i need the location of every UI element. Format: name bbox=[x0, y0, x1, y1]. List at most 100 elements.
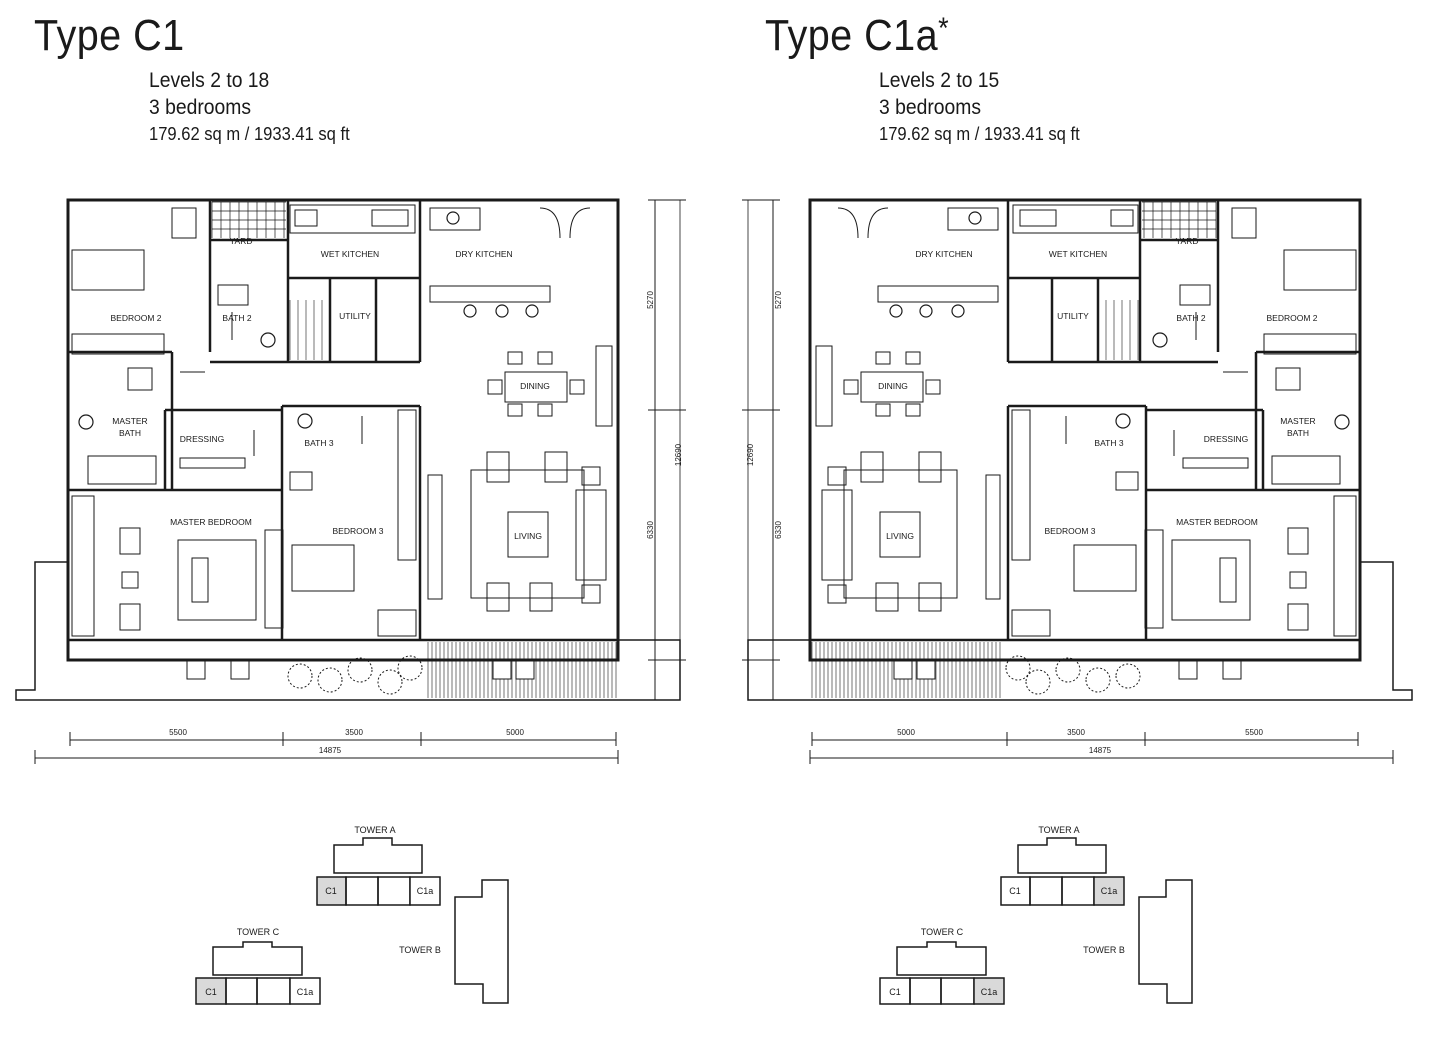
plant-icon bbox=[1085, 667, 1111, 693]
wardrobe bbox=[1011, 409, 1031, 561]
area: 179.62 sq m / 1933.41 sq ft bbox=[879, 124, 1080, 144]
plant-icon bbox=[1005, 655, 1031, 681]
room-label-bath-2: BATH 2 bbox=[222, 313, 251, 323]
room-label-dry-kitchen: DRY KITCHEN bbox=[455, 249, 512, 259]
tower-c-unit bbox=[225, 977, 258, 1005]
kitchen-island bbox=[877, 285, 999, 303]
basin-icon bbox=[297, 413, 313, 429]
toilet-icon bbox=[127, 367, 153, 391]
desk bbox=[1231, 207, 1257, 239]
master-bed bbox=[1171, 539, 1251, 621]
pillow bbox=[191, 557, 209, 603]
stove-icon bbox=[1019, 209, 1057, 227]
armchair bbox=[529, 582, 553, 612]
living-rug bbox=[843, 469, 958, 599]
wet-kitchen-counter bbox=[1012, 204, 1139, 234]
sofa bbox=[575, 489, 607, 581]
dimension-label: 5000 bbox=[506, 728, 524, 737]
basin-icon bbox=[260, 332, 276, 348]
room-label-dining: DINING bbox=[878, 381, 908, 391]
nightstand bbox=[1144, 529, 1164, 629]
door-swing bbox=[569, 207, 591, 239]
dining-chair bbox=[537, 351, 553, 365]
balcony-chair bbox=[186, 660, 206, 680]
unit-c1-label: C1 bbox=[889, 987, 901, 997]
dining-chair bbox=[537, 403, 553, 417]
stool-icon bbox=[919, 304, 933, 318]
dimension-label: 3500 bbox=[1067, 728, 1085, 737]
door-swing bbox=[867, 207, 889, 239]
room-label-utility: UTILITY bbox=[1057, 311, 1089, 321]
door-swing bbox=[539, 207, 561, 239]
plan-c1-header: Type C1 bbox=[34, 14, 201, 58]
plan-geometry bbox=[742, 198, 1413, 764]
toilet-icon bbox=[1115, 471, 1139, 491]
room-label-living: LIVING bbox=[886, 531, 914, 541]
plant-icon bbox=[1055, 657, 1081, 683]
plan-title: Type C1 bbox=[34, 11, 185, 60]
dry-kitchen-counter bbox=[947, 207, 999, 231]
unit-c1a bbox=[289, 977, 321, 1005]
armchair bbox=[875, 582, 899, 612]
room-label-bedroom-2: BEDROOM 2 bbox=[110, 313, 161, 323]
desk bbox=[377, 609, 417, 637]
room-label-master-bath: MASTER bbox=[1280, 416, 1315, 426]
room-label-yard: YARD bbox=[230, 236, 253, 246]
pillow bbox=[1219, 557, 1237, 603]
coffee-table bbox=[507, 511, 549, 558]
dimension-label: 6330 bbox=[646, 521, 655, 539]
chair bbox=[119, 603, 141, 631]
tower-a-unit bbox=[345, 876, 379, 906]
wardrobe bbox=[397, 409, 417, 561]
plant-icon bbox=[377, 669, 403, 695]
unit-c1a-label: C1a bbox=[1101, 886, 1118, 896]
room-label-bedroom-3: BEDROOM 3 bbox=[1044, 526, 1095, 536]
plant-icon bbox=[287, 663, 313, 689]
tower-b-outline bbox=[454, 879, 509, 1004]
plan-c1a-info: Levels 2 to 15 3 bedrooms 179.62 sq m / … bbox=[879, 67, 1080, 148]
plan-c1-info: Levels 2 to 18 3 bedrooms 179.62 sq m / … bbox=[149, 67, 350, 148]
tower-a-upper bbox=[1017, 837, 1107, 874]
chair bbox=[1287, 527, 1309, 555]
room-label-master-bedroom: MASTER BEDROOM bbox=[170, 517, 252, 527]
basin-icon bbox=[78, 414, 94, 430]
room-label-master-bath: BATH bbox=[1287, 428, 1309, 438]
tower-a-label: TOWER A bbox=[1038, 825, 1079, 835]
dimension-label: 5500 bbox=[1245, 728, 1263, 737]
sofa bbox=[821, 489, 853, 581]
stool-icon bbox=[463, 304, 477, 318]
room-label-bedroom-3: BEDROOM 3 bbox=[332, 526, 383, 536]
room-label-wet-kitchen: WET KITCHEN bbox=[321, 249, 379, 259]
wardrobe bbox=[1263, 333, 1357, 355]
plant-icon bbox=[347, 657, 373, 683]
toilet-icon bbox=[1275, 367, 1301, 391]
toilet-icon bbox=[289, 471, 313, 491]
basin-icon bbox=[1334, 414, 1350, 430]
balcony-chair bbox=[230, 660, 250, 680]
wardrobe bbox=[1333, 495, 1357, 637]
stool-icon bbox=[495, 304, 509, 318]
levels: Levels 2 to 18 bbox=[149, 69, 270, 92]
outdoor-chair bbox=[515, 660, 535, 680]
plant-icon bbox=[317, 667, 343, 693]
room-label-dry-kitchen: DRY KITCHEN bbox=[915, 249, 972, 259]
unit-c1a bbox=[1093, 876, 1125, 906]
tower-a-unit bbox=[377, 876, 411, 906]
dimension-label: 3500 bbox=[345, 728, 363, 737]
side-table bbox=[581, 466, 601, 486]
tv-console bbox=[985, 474, 1001, 600]
tower-b-label: TOWER B bbox=[399, 945, 441, 955]
title-asterisk: * bbox=[938, 12, 950, 45]
side-table bbox=[827, 466, 847, 486]
room-label-yard: YARD bbox=[1176, 236, 1199, 246]
wardrobe bbox=[71, 333, 165, 355]
plant-icon bbox=[1025, 669, 1051, 695]
dining-chair bbox=[507, 351, 523, 365]
dining-table bbox=[504, 371, 568, 403]
exterior-wall bbox=[66, 198, 620, 662]
armchair bbox=[918, 582, 942, 612]
dimension-label: 5270 bbox=[774, 291, 783, 309]
